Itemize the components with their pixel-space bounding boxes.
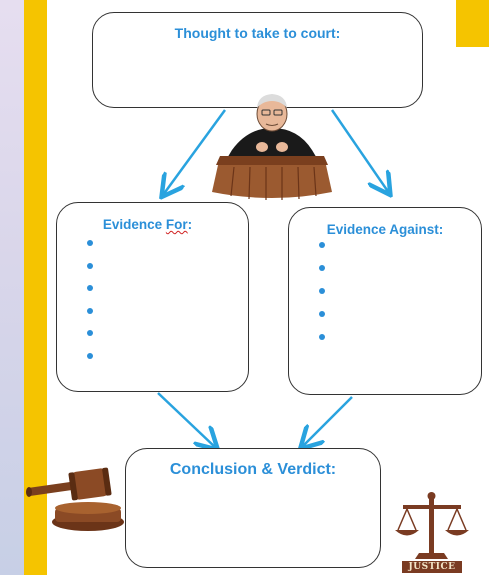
arrow-thought-to-against	[330, 109, 389, 193]
evidence-for-box[interactable]: Evidence For:	[56, 202, 249, 392]
arrow-against-to-conclusion	[302, 396, 353, 447]
left-accent-bar	[24, 0, 47, 575]
arrow-for-to-conclusion	[157, 392, 216, 448]
evidence-for-title-word: For	[165, 217, 188, 232]
evidence-for-title-prefix: Evidence	[102, 217, 166, 232]
evidence-for-title: Evidence For:	[47, 217, 248, 232]
conclusion-title: Conclusion & Verdict:	[169, 461, 337, 478]
bullet-point	[319, 288, 325, 294]
corner-accent-tab	[456, 0, 489, 47]
justice-label: JUSTICE	[402, 561, 462, 573]
bullet-point	[319, 265, 325, 271]
thought-box[interactable]: Thought to take to court:	[92, 12, 423, 108]
thought-title: Thought to take to court:	[174, 25, 341, 41]
bullet-point	[319, 242, 325, 248]
bullet-point	[87, 262, 93, 269]
bullet-point	[87, 330, 93, 336]
evidence-for-bullets	[87, 240, 93, 375]
evidence-against-title: Evidence Against:	[326, 222, 444, 237]
bullet-point	[319, 334, 325, 340]
bullet-point	[87, 285, 93, 291]
evidence-against-box[interactable]: Evidence Against:	[288, 207, 482, 395]
evidence-for-title-suffix: :	[187, 217, 193, 232]
bullet-point	[319, 311, 325, 317]
arrow-thought-to-for	[163, 109, 227, 195]
evidence-against-bullets	[319, 242, 325, 357]
bullet-point	[87, 307, 93, 314]
conclusion-box[interactable]: Conclusion & Verdict:	[125, 448, 381, 568]
bullet-point	[87, 352, 93, 359]
bullet-point	[87, 240, 93, 246]
